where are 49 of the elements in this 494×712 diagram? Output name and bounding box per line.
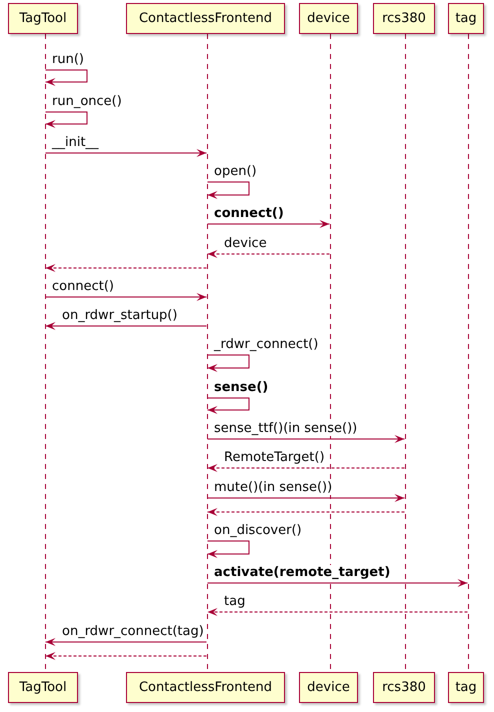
message-label: connect(): [213, 206, 285, 221]
self-call-arrow: [207, 182, 250, 199]
self-call-arrow: [45, 112, 88, 128]
return-arrow: [207, 508, 405, 516]
return-arrow: [45, 652, 207, 660]
participant-box: ContactlessFrontend: [126, 672, 285, 703]
message-label: connect(): [51, 279, 115, 294]
message-label: sense(): [213, 380, 270, 395]
message-label: on_rdwr_connect(tag): [61, 624, 205, 639]
message-label: on_rdwr_startup(): [61, 308, 178, 323]
message-arrow: [207, 579, 468, 587]
message-arrow: [45, 322, 207, 330]
self-call-arrow: [207, 540, 250, 558]
message-label: run(): [51, 52, 85, 67]
self-call-arrow: [45, 70, 88, 86]
message-arrow: [45, 293, 207, 301]
lifeline: [206, 34, 208, 672]
participant-box: tag: [448, 3, 484, 34]
lifeline: [44, 34, 46, 672]
self-call-arrow: [207, 398, 250, 414]
message-label: run_once(): [51, 94, 123, 109]
self-call-arrow: [207, 354, 250, 372]
message-arrow: [45, 638, 207, 646]
participant-box: rcs380: [373, 3, 435, 34]
return-arrow: [45, 264, 207, 272]
return-arrow: [207, 608, 468, 616]
participant-box: device: [299, 672, 358, 703]
message-label: RemoteTarget(): [223, 450, 326, 465]
lifeline: [404, 34, 406, 672]
return-arrow: [207, 464, 405, 472]
participant-box: TagTool: [8, 3, 78, 34]
participant-box: TagTool: [8, 672, 78, 703]
message-label: open(): [213, 164, 258, 179]
participant-box: tag: [448, 672, 484, 703]
message-arrow: [207, 494, 405, 502]
participant-box: device: [299, 3, 358, 34]
message-label: tag: [223, 594, 246, 609]
participant-box: rcs380: [373, 672, 435, 703]
message-label: activate(remote_target): [213, 565, 392, 580]
participant-box: ContactlessFrontend: [126, 3, 285, 34]
message-arrow: [207, 435, 405, 443]
message-label: __init__: [51, 135, 100, 150]
message-label: _rdwr_connect(): [213, 337, 320, 352]
message-arrow: [45, 149, 207, 157]
message-arrow: [207, 220, 330, 228]
message-label: sense_ttf()(in sense()): [213, 421, 358, 436]
return-arrow: [207, 250, 330, 258]
message-label: on_discover(): [213, 523, 303, 538]
message-label: mute()(in sense()): [213, 480, 334, 495]
